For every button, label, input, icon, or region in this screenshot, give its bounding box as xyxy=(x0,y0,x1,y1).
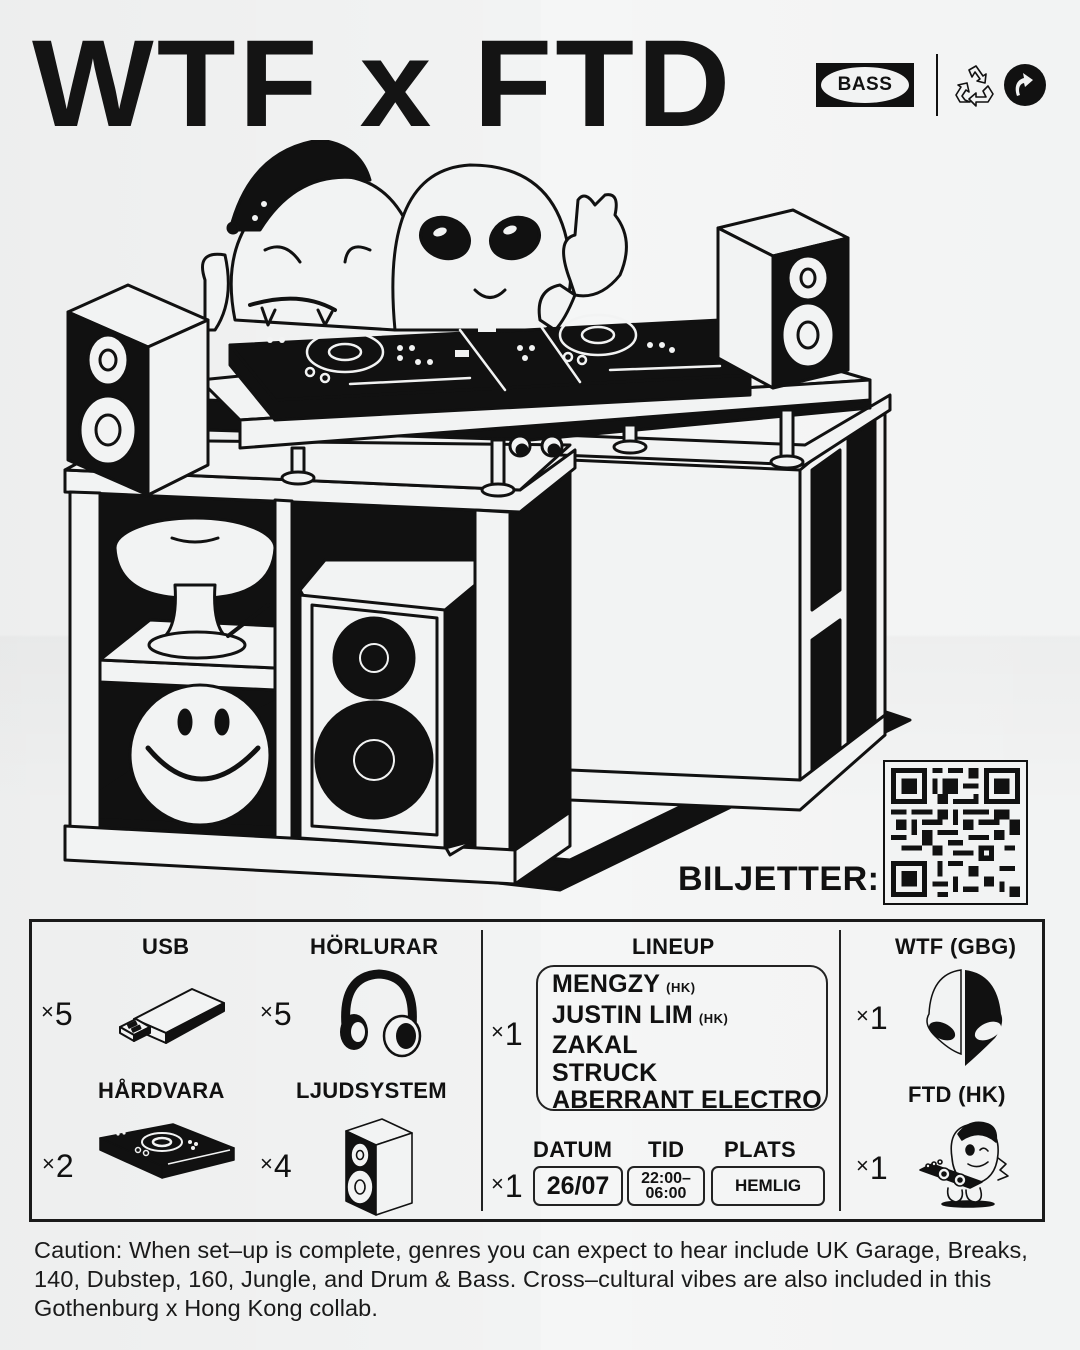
alien-character-icon xyxy=(391,163,628,332)
headphones-icon xyxy=(340,969,422,1058)
gear-qty-sound-system: ×4 xyxy=(260,1148,292,1184)
collective-heading-wtf: WTF (GBG) xyxy=(895,934,1017,959)
lineup-heading: LINEUP xyxy=(632,934,715,959)
date-value: 26/07 xyxy=(533,1166,623,1206)
dj-controller-icon xyxy=(99,1123,235,1179)
gear-heading-usb: USB xyxy=(142,934,190,959)
panel-divider xyxy=(481,930,483,1211)
qr-code-icon[interactable] xyxy=(883,760,1029,905)
place-label: PLATS xyxy=(724,1137,796,1162)
lineup-artist: ZAKAL xyxy=(552,1031,638,1059)
speaker-icon-left xyxy=(66,283,210,497)
tickets-block: BILJETTER: xyxy=(678,760,1029,905)
lineup-list: MENGZY(HK) JUSTIN LIM(HK) ZAKAL STRUCK A… xyxy=(536,965,828,1114)
info-panel: USB ×5 HÖRLURAR ×5 HÅRDVARA ×2 xyxy=(29,919,1045,1222)
bass-badge-text: BASS xyxy=(837,74,893,95)
place-value: HEMLIG xyxy=(711,1166,825,1206)
gear-qty-usb: ×5 xyxy=(41,996,73,1032)
collective-qty-wtf: ×1 xyxy=(856,1000,888,1036)
alien-half-logo-icon xyxy=(926,969,1003,1066)
poster-title: WTF x FTD xyxy=(32,15,734,153)
dino-dj-mascot-icon xyxy=(919,1121,1009,1208)
gear-qty-headphones: ×5 xyxy=(260,996,292,1032)
logo-divider xyxy=(936,54,938,116)
lineup-qty: ×1 xyxy=(491,1016,523,1052)
gear-qty-hardware: ×2 xyxy=(42,1148,74,1184)
lamp-icon xyxy=(113,516,277,660)
collective-qty-ftd: ×1 xyxy=(856,1150,888,1186)
green-dot-icon xyxy=(1004,64,1046,106)
smiley-icon xyxy=(100,683,275,827)
gear-heading-sound-system: LJUDSYSTEM xyxy=(296,1078,447,1103)
date-label: DATUM xyxy=(533,1137,613,1162)
dj-controller-icon xyxy=(228,313,752,422)
usb-stick-icon xyxy=(119,988,225,1044)
dj-desk-illustration xyxy=(63,140,912,892)
collective-heading-ftd: FTD (HK) xyxy=(908,1082,1006,1107)
time-value: 22:00– 06:00 xyxy=(627,1166,705,1206)
gear-heading-headphones: HÖRLURAR xyxy=(310,934,439,959)
lineup-artist: MENGZY(HK) xyxy=(552,970,696,998)
lineup-artist: STRUCK xyxy=(552,1058,658,1087)
speaker-icon-right xyxy=(716,208,850,390)
lineup-artist: ABERRANT ELECTRO xyxy=(552,1086,822,1114)
desk-right-cabinet xyxy=(558,393,892,812)
speaker-icon xyxy=(345,1118,413,1216)
tickets-label: BILJETTER: xyxy=(678,860,880,898)
dino-character-icon xyxy=(201,140,415,332)
recycle-icon xyxy=(955,65,994,107)
time-label: TID xyxy=(648,1137,685,1162)
bass-badge: BASS xyxy=(816,63,914,107)
logo-row: BASS xyxy=(816,54,1048,116)
event-qty: ×1 xyxy=(491,1168,523,1204)
speaker-icon-cabinet xyxy=(298,558,477,857)
lineup-artist: JUSTIN LIM(HK) xyxy=(552,1000,729,1029)
caution-text: Caution: When set–up is complete, genres… xyxy=(34,1237,1028,1321)
panel-divider xyxy=(839,930,841,1211)
gear-heading-hardware: HÅRDVARA xyxy=(98,1078,225,1103)
